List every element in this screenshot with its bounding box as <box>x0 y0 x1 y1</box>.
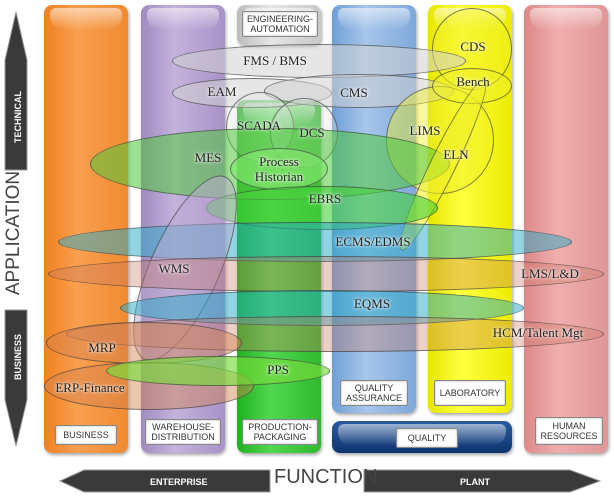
business-arrow-shape <box>4 309 28 447</box>
system-label: EBRS <box>308 191 342 206</box>
ellipse-fms-bms <box>172 44 466 78</box>
system-label: MRP <box>88 340 116 355</box>
ellipse-lms <box>48 256 604 292</box>
system-label: HCM/Talent Mgt <box>492 325 584 340</box>
tag-quality-assurance: QUALITY ASSURANCE <box>340 380 408 406</box>
system-label: DCS <box>299 125 325 140</box>
system-label: MES <box>194 150 222 165</box>
system-label: ECMS/EDMS <box>335 234 411 249</box>
system-label: CDS <box>460 39 486 54</box>
system-label: EAM <box>207 84 237 99</box>
system-label: LIMS <box>409 123 441 138</box>
system-label: LMS/L&D <box>521 266 579 281</box>
tag-warehouse: WAREHOUSE- DISTRIBUTION <box>145 419 221 445</box>
tag-business: BUSINESS <box>55 425 117 445</box>
system-label: ELN <box>443 147 469 162</box>
system-label: WMS <box>158 261 190 276</box>
tag-human-resources: HUMAN RESOURCES <box>535 417 603 445</box>
enterprise-arrow-shape <box>58 469 271 493</box>
function-axis-arrow <box>58 469 602 493</box>
application-axis-arrow <box>4 11 28 447</box>
technical-label: TECHNICAL <box>13 91 23 143</box>
function-axis-title: FUNCTION <box>274 466 378 488</box>
application-axis-title: APPLICATION <box>3 170 24 296</box>
column-human-resources <box>524 5 608 453</box>
tag-quality-group: QUALITY <box>396 428 458 448</box>
system-label: CMS <box>340 85 368 100</box>
tag-engineering: ENGINEERING- AUTOMATION <box>242 11 318 37</box>
ellipse-process-historian <box>230 148 328 190</box>
system-label: FMS / BMS <box>243 53 307 68</box>
system-label: SCADA <box>236 118 282 133</box>
system-label: Bench <box>456 74 490 89</box>
enterprise-label: ENTERPRISE <box>150 477 208 487</box>
tag-laboratory: LABORATORY <box>434 380 506 406</box>
plant-arrow-shape <box>363 469 602 493</box>
tag-production: PRODUCTION- PACKAGING <box>242 419 318 445</box>
ellipse-pps <box>106 356 330 386</box>
system-label: ERP-Finance <box>55 380 125 395</box>
business-label: BUSINESS <box>13 334 23 381</box>
plant-label: PLANT <box>460 477 490 487</box>
technical-arrow-shape <box>4 11 28 171</box>
system-label: EQMS <box>353 296 391 311</box>
system-label: PPS <box>267 362 289 377</box>
system-label: Process Historian <box>254 154 304 184</box>
